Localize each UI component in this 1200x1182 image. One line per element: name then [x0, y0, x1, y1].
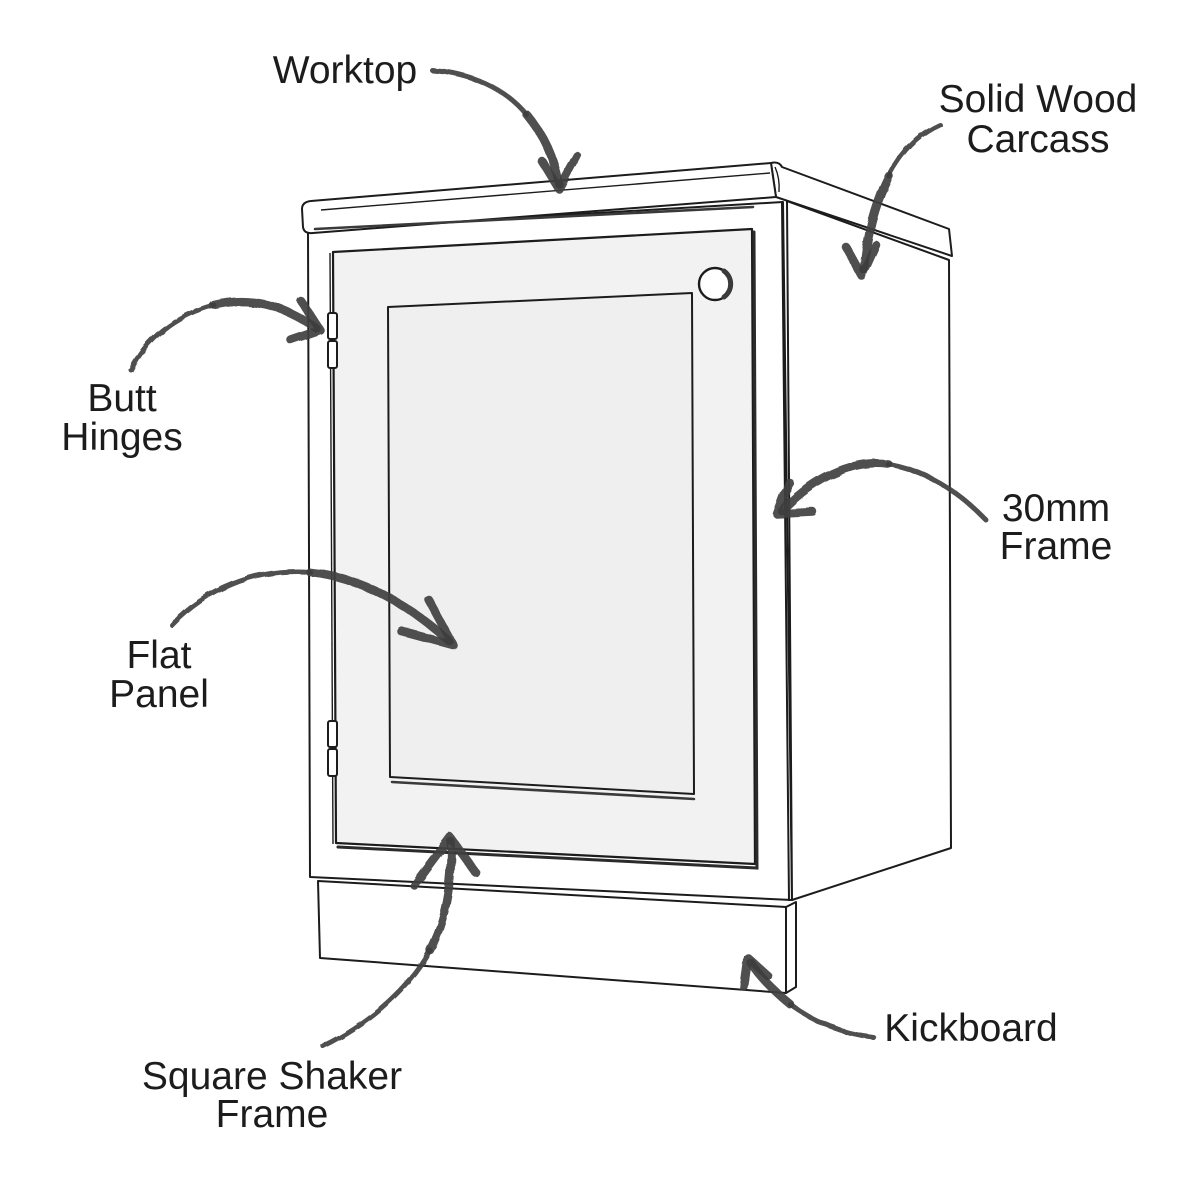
under-worktop-shadow — [313, 205, 755, 231]
flat-panel-label-line2: Panel — [109, 673, 209, 716]
hinge-bottom-upper-leaf — [327, 720, 338, 748]
arrow-head — [772, 477, 818, 519]
cabinet-drawing — [301, 161, 953, 994]
hinge-bottom-lower-leaf — [327, 748, 338, 777]
arrow-curve — [320, 947, 433, 1049]
door-knob-shadow — [721, 268, 734, 300]
arrow-curve — [209, 297, 321, 333]
callout-labels: Worktop Solid Wood Carcass Butt Hinges F… — [61, 49, 1137, 1136]
hinge-top-upper-leaf — [327, 312, 338, 340]
solid-wood-carcass-label: Solid Wood — [939, 78, 1138, 121]
arrow-curve — [886, 122, 943, 179]
kickboard-arrow — [739, 953, 876, 1040]
kickboard-side-return — [785, 901, 797, 994]
arrow-head — [409, 832, 481, 890]
square-shaker-frame-label: Square Shaker — [142, 1055, 402, 1098]
carcass-arrow — [841, 122, 943, 281]
frame-30mm-label-line2: Frame — [1000, 525, 1113, 568]
square-shaker-frame-label-line2: Frame — [216, 1093, 329, 1136]
hinge-top-lower-leaf — [327, 340, 338, 369]
arrow-curve — [429, 67, 530, 118]
arrow-head — [739, 953, 773, 992]
worktop-label: Worktop — [273, 49, 418, 92]
door-shadow — [336, 230, 759, 870]
flat-panel-label: Flat — [126, 634, 191, 677]
door-flat-panel — [387, 292, 695, 795]
butt-hinges-label-line2: Hinges — [61, 416, 182, 459]
worktop-edge-profile-line — [320, 172, 771, 211]
kickboard-label: Kickboard — [884, 1007, 1057, 1050]
worktop-front-face — [301, 162, 777, 235]
butt-hinges-arrow — [128, 296, 325, 373]
callout-arrows — [128, 67, 988, 1049]
arrow-curve — [885, 461, 988, 522]
worktop-arrow — [429, 67, 582, 194]
arrow-head — [537, 151, 582, 194]
frame-30mm-label: 30mm — [1002, 487, 1110, 530]
worktop-corner-round-line — [774, 166, 780, 193]
arrow-head — [396, 594, 458, 650]
arrow-curve — [169, 569, 313, 628]
butt-hinges-label: Butt — [87, 377, 157, 420]
square-shaker-frame-arrow — [320, 832, 481, 1049]
solid-wood-carcass-label-line2: Carcass — [966, 118, 1109, 161]
arrow-curve — [787, 1001, 876, 1040]
arrow-curve — [777, 459, 893, 516]
frame-30mm-arrow — [772, 459, 988, 522]
carcass-side-panel — [786, 200, 952, 901]
arrow-curve — [522, 110, 564, 189]
carcass-corner-edge — [781, 202, 790, 902]
flat-panel-arrow — [169, 567, 458, 650]
arrow-curve — [128, 302, 217, 373]
arrow-curve — [305, 567, 454, 646]
arrow-curve — [425, 837, 456, 955]
worktop-end-face — [770, 161, 953, 257]
kickboard-front-panel — [317, 880, 787, 994]
arrow-head — [286, 296, 325, 345]
arrow-head — [841, 240, 881, 281]
panel-bottom-shadow — [390, 780, 696, 801]
